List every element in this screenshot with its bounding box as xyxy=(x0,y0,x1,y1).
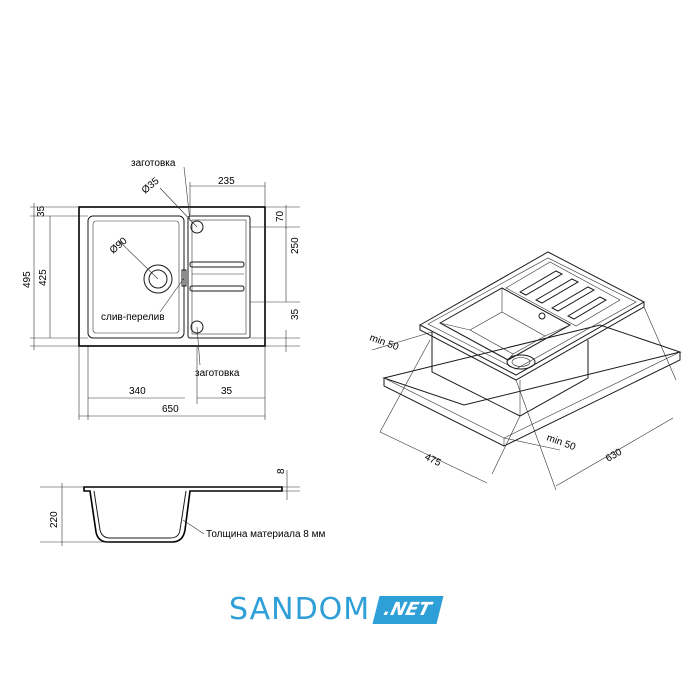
logo-suffix-badge: .NET xyxy=(372,596,445,624)
dim-35-top: 35 xyxy=(36,205,47,217)
drain-circle-outer xyxy=(143,264,173,294)
bowl-edge xyxy=(439,322,471,331)
iso-drain-inner xyxy=(511,357,531,367)
dim-8: 8 xyxy=(276,468,287,474)
label-overflow: слив-перелив xyxy=(101,312,165,323)
label-d35: Ø35 xyxy=(140,175,162,196)
ext-line xyxy=(379,339,431,433)
ext-line xyxy=(371,331,433,351)
bowl-outline xyxy=(87,215,185,339)
tap-blank-top xyxy=(190,220,204,234)
ext-line xyxy=(491,415,521,475)
dim-250: 250 xyxy=(290,237,301,254)
dim-495: 495 xyxy=(22,271,33,288)
label-blank-bottom: заготовка xyxy=(195,368,240,379)
dim-425: 425 xyxy=(38,269,49,286)
drain-circle-inner xyxy=(148,269,168,289)
section-inner xyxy=(93,490,187,539)
dim-line-475 xyxy=(379,431,488,484)
countertop-top xyxy=(382,324,682,406)
countertop-edge xyxy=(503,351,681,439)
dim-35-right: 35 xyxy=(290,308,301,320)
leader-blank-bottom xyxy=(196,326,201,366)
drainer-inner xyxy=(191,219,247,335)
drainer-panel xyxy=(187,215,251,339)
ext-line xyxy=(643,306,677,381)
dim-235: 235 xyxy=(218,176,235,187)
dim-70: 70 xyxy=(275,210,286,222)
sandom-logo: SANDOM .NET xyxy=(229,592,445,628)
label-min50-right: min 50 xyxy=(545,432,577,453)
dim-650: 650 xyxy=(162,404,179,415)
bowl-edge xyxy=(544,324,571,337)
dim-35-bottom: 35 xyxy=(221,386,233,397)
leader-overflow xyxy=(159,277,185,313)
ext-line xyxy=(515,379,557,491)
iso-drainer-groove xyxy=(518,270,564,296)
dim-630: 630 xyxy=(604,447,624,465)
iso-drainer xyxy=(505,261,621,327)
iso-tap-hole xyxy=(538,312,546,320)
sink-rim-inner xyxy=(427,257,637,370)
dim-475: 475 xyxy=(423,452,443,469)
sink-rim xyxy=(418,251,646,376)
ext-line xyxy=(503,437,561,451)
leader-blank-top xyxy=(183,166,191,222)
drainer-groove xyxy=(189,261,245,268)
sink-outline xyxy=(78,206,266,347)
countertop-edge xyxy=(383,377,505,439)
label-d90: Ø90 xyxy=(108,235,130,256)
dim-line-630 xyxy=(555,417,674,487)
iso-drainer-groove xyxy=(566,296,608,320)
top-view: заготовка Ø35 Ø90 слив-перелив заготовка… xyxy=(22,158,301,420)
leader-thickness xyxy=(182,519,205,535)
dim-220: 220 xyxy=(49,511,60,528)
bowl-edge xyxy=(507,353,514,361)
label-thickness: Толщина материала 8 мм xyxy=(206,529,326,540)
leader-d35 xyxy=(159,187,198,228)
iso-drainer-groove xyxy=(550,286,596,312)
overflow-slot xyxy=(181,269,187,287)
leader-d90 xyxy=(117,239,159,280)
logo-text: SANDOM xyxy=(229,592,371,627)
section-outline xyxy=(83,486,283,543)
label-blank-top: заготовка xyxy=(131,158,176,169)
iso-drain xyxy=(506,354,536,370)
drainer-groove xyxy=(189,285,245,292)
iso-bowl-body xyxy=(431,332,589,417)
label-min50-left: min 50 xyxy=(368,332,400,353)
isometric-view: min 50 min 50 475 630 xyxy=(368,251,682,491)
tap-blank-bottom xyxy=(190,320,204,334)
side-section-view: 220 8 Толщина материала 8 мм xyxy=(40,468,326,546)
dim-340: 340 xyxy=(129,386,146,397)
iso-drainer-groove xyxy=(534,278,580,304)
bowl-inner xyxy=(92,220,180,334)
sink-rim-edge xyxy=(419,302,645,381)
